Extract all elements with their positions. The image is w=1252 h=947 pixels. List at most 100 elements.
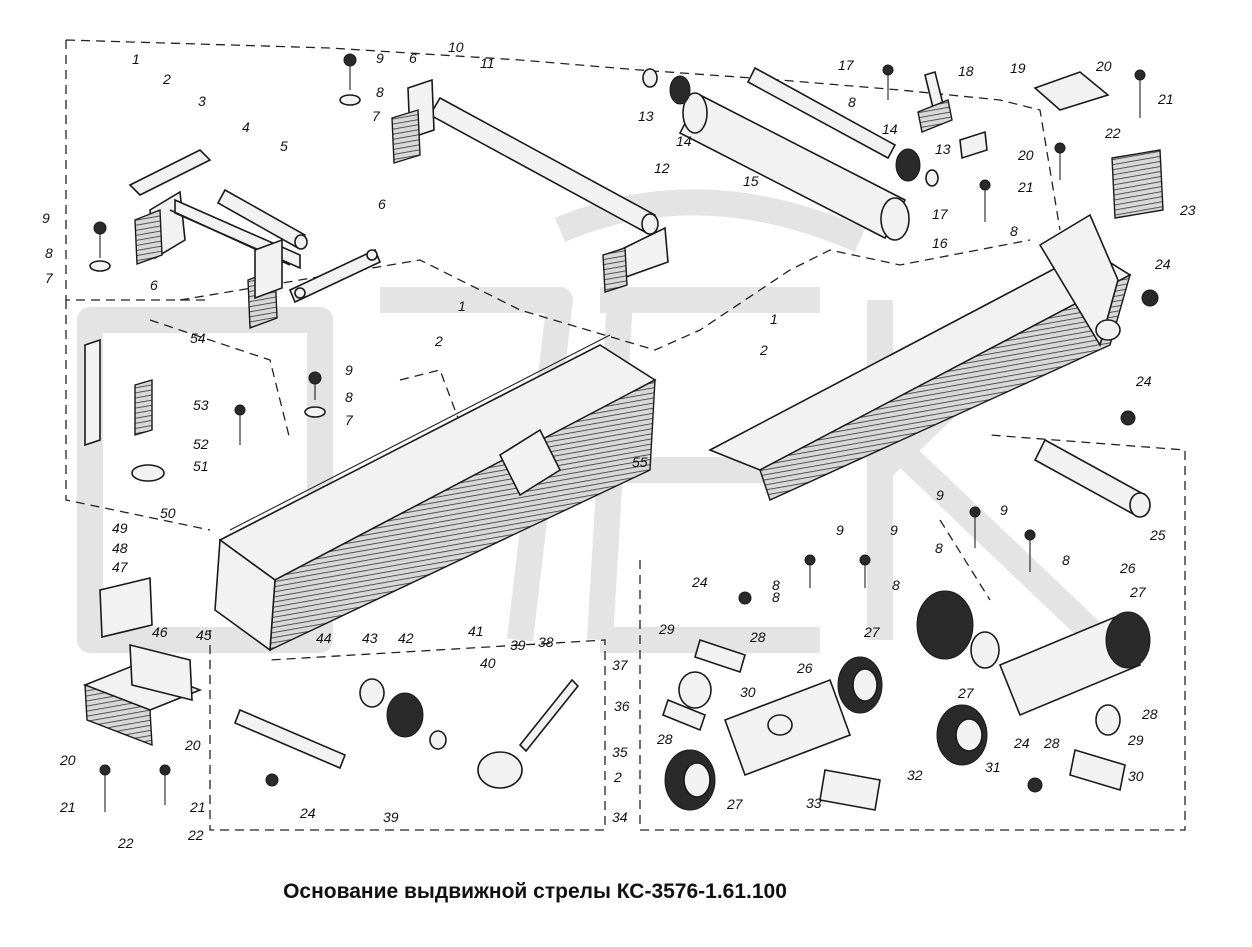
callout-23: 23 (1179, 202, 1196, 218)
lower-left-assembly (82, 338, 580, 789)
callout-27: 27 (726, 796, 744, 812)
part-45-bracket (84, 683, 153, 747)
callout-24: 24 (1154, 256, 1171, 272)
callout-15: 15 (743, 173, 759, 189)
callout-8: 8 (848, 94, 856, 110)
diagram-caption: Основание выдвижной стрелы КС-3576-1.61.… (283, 880, 787, 903)
part-3-plate (128, 149, 212, 196)
callout-8: 8 (345, 389, 353, 405)
upper-frame-assembly (128, 149, 382, 329)
callout-38: 38 (538, 634, 554, 650)
callout-20: 20 (1095, 58, 1112, 74)
callout-8: 8 (892, 577, 900, 593)
part-6-plate (288, 248, 382, 304)
callout-32: 32 (907, 767, 923, 783)
callout-5: 5 (280, 138, 288, 154)
upper-right-parts (917, 70, 1164, 219)
callout-27: 27 (957, 685, 975, 701)
callout-46: 46 (152, 624, 168, 640)
part-54-pin (84, 338, 101, 447)
callout-4: 4 (242, 119, 250, 135)
callout-30: 30 (1128, 768, 1144, 784)
callout-2: 2 (613, 769, 622, 785)
callout-34: 34 (612, 809, 628, 825)
fastener-sets (89, 53, 1159, 812)
callout-43: 43 (362, 630, 378, 646)
callout-8: 8 (1010, 223, 1018, 239)
callout-14: 14 (882, 121, 898, 137)
callout-18: 18 (958, 63, 974, 79)
callout-29: 29 (1127, 732, 1144, 748)
part-23-plate (1111, 149, 1164, 219)
callout-22: 22 (117, 835, 134, 851)
callout-20: 20 (59, 752, 76, 768)
callout-49: 49 (112, 520, 128, 536)
callout-labels: 1 2 3 4 5 6 6 6 7 7 7 8 8 8 8 8 8 8 8 8 … (42, 39, 1196, 851)
callout-35: 35 (612, 744, 628, 760)
callout-55: 55 (632, 454, 648, 470)
callout-21: 21 (59, 799, 76, 815)
callout-1: 1 (458, 298, 466, 314)
part-44-axle (233, 708, 347, 770)
callout-7: 7 (45, 270, 54, 286)
callout-45: 45 (196, 627, 212, 643)
callout-3: 3 (198, 93, 206, 109)
callout-31: 31 (985, 759, 1001, 775)
callout-8: 8 (772, 577, 780, 593)
callout-13: 13 (638, 108, 654, 124)
callout-25: 25 (1149, 527, 1166, 543)
callout-27: 27 (863, 624, 881, 640)
callout-8: 8 (376, 84, 384, 100)
callout-30: 30 (740, 684, 756, 700)
callout-40: 40 (480, 655, 496, 671)
callout-9: 9 (1000, 502, 1008, 518)
callout-33: 33 (806, 795, 822, 811)
callout-9: 9 (376, 50, 384, 66)
callout-37: 37 (612, 657, 629, 673)
callout-1: 1 (132, 51, 140, 67)
callout-9: 9 (890, 522, 898, 538)
callout-21: 21 (1017, 179, 1034, 195)
callout-22: 22 (187, 827, 204, 843)
assembly-boundaries (65, 39, 1186, 831)
callout-19: 19 (1010, 60, 1026, 76)
callout-41: 41 (468, 623, 484, 639)
callout-44: 44 (316, 630, 332, 646)
roller-assembly (642, 66, 939, 241)
callout-10: 10 (448, 39, 464, 55)
pin-25 (1033, 438, 1151, 518)
callout-28: 28 (1141, 706, 1158, 722)
callout-12: 12 (654, 160, 670, 176)
callout-28: 28 (656, 731, 673, 747)
callout-28: 28 (1043, 735, 1060, 751)
callout-54: 54 (190, 330, 206, 346)
callout-7: 7 (345, 412, 354, 428)
callout-8: 8 (935, 540, 943, 556)
callout-24: 24 (1013, 735, 1030, 751)
callout-52: 52 (193, 436, 209, 452)
callout-53: 53 (193, 397, 209, 413)
callout-8: 8 (1062, 552, 1070, 568)
callout-2: 2 (162, 71, 171, 87)
left-boom-section (214, 334, 657, 652)
callout-20: 20 (184, 737, 201, 753)
callout-13: 13 (935, 141, 951, 157)
callout-8: 8 (772, 589, 780, 605)
callout-51: 51 (193, 458, 209, 474)
callout-11: 11 (480, 55, 495, 71)
callout-9: 9 (42, 210, 50, 226)
callout-29: 29 (658, 621, 675, 637)
callout-7: 7 (372, 108, 381, 124)
callout-24: 24 (299, 805, 316, 821)
callout-24: 24 (691, 574, 708, 590)
callout-16: 16 (932, 235, 948, 251)
callout-24: 24 (1135, 373, 1152, 389)
long-pin-assembly (391, 78, 669, 293)
part-11-pin (428, 96, 657, 234)
part-16-shaft (746, 66, 897, 160)
callout-6: 6 (150, 277, 158, 293)
callout-6: 6 (378, 196, 386, 212)
callout-21: 21 (1157, 91, 1174, 107)
callout-47: 47 (112, 559, 129, 575)
